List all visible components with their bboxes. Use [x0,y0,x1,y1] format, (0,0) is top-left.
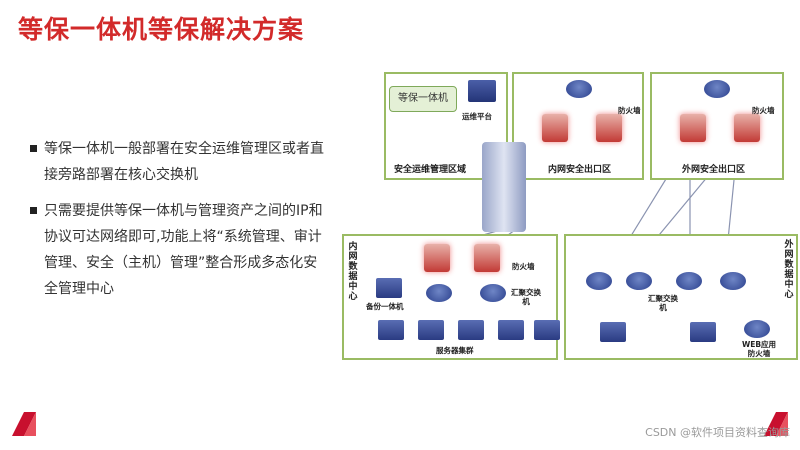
intranet-datacenter-zone: 内网数据中心 防火墙 汇聚交换机 备份一体机 服务器集群 [342,234,560,360]
switch-icon [626,272,652,290]
firewall-icon [680,114,706,142]
ops-zone-label: 安全运维管理区域 [394,165,467,175]
page-title: 等保一体机等保解决方案 [18,15,305,44]
web-firewall-icon [744,320,770,338]
backup-appliance-icon [376,278,402,298]
switch-icon [480,284,506,302]
firewall-icon [542,114,568,142]
switch-icon [426,284,452,302]
web-firewall-label: WEB应用防火墙 [741,340,777,358]
extranet-dc-label: 外网数据中心 [784,240,794,300]
core-switch-icon [482,142,526,232]
server-icon [468,80,496,102]
logo-icon [764,412,788,436]
intranet-exit-zone-label: 内网安全出口区 [548,165,612,175]
firewall-label: 防火墙 [752,106,775,115]
extranet-exit-zone-label: 外网安全出口区 [682,165,746,175]
extranet-datacenter-zone: 外网数据中心 汇聚交换机 WEB应用防火墙 [564,234,798,360]
server-icon [690,322,716,342]
ops-platform-label: 运维平台 [462,112,492,121]
watermark-text: CSDN @软件项目资料查询库 [645,426,790,439]
server-icon [418,320,444,340]
backup-equipment-label: 备份一体机 [366,302,404,311]
server-icon [600,322,626,342]
bullet-list: 等保一体机一般部署在安全运维管理区或者直接旁路部署在核心交换机 只需要提供等保一… [30,136,330,312]
router-icon [704,80,730,98]
square-bullet-icon [30,145,37,152]
square-bullet-icon [30,207,37,214]
firewall-icon [596,114,622,142]
server-cluster-label: 服务器集群 [436,346,474,355]
bullet-text: 等保一体机一般部署在安全运维管理区或者直接旁路部署在核心交换机 [44,141,324,183]
intranet-exit-zone: 防火墙 内网安全出口区 [512,72,644,180]
server-icon [378,320,404,340]
firewall-label: 防火墙 [512,262,535,271]
switch-icon [676,272,702,290]
aggregation-switch-label: 汇聚交换机 [511,288,541,306]
router-icon [566,80,592,98]
intranet-dc-label: 内网数据中心 [348,242,358,302]
firewall-icon [734,114,760,142]
firewall-icon [424,244,450,272]
bullet-text: 只需要提供等保一体机与管理资产之间的IP和协议可达网络即可,功能上将“系统管理、… [44,203,323,297]
firewall-icon [474,244,500,272]
switch-icon [586,272,612,290]
network-diagram: 等保一体机 运维平台 安全运维管理区域 防火墙 内网安全出口区 防火墙 外网安全… [340,70,800,370]
bullet-item: 等保一体机一般部署在安全运维管理区或者直接旁路部署在核心交换机 [30,136,330,188]
server-icon [534,320,560,340]
bullet-item: 只需要提供等保一体机与管理资产之间的IP和协议可达网络即可,功能上将“系统管理、… [30,198,330,302]
equipment-label-box: 等保一体机 [389,86,457,112]
logo-icon [12,412,36,436]
firewall-label: 防火墙 [618,106,641,115]
aggregation-switch-label: 汇聚交换机 [648,294,678,312]
server-icon [458,320,484,340]
server-icon [498,320,524,340]
switch-icon [720,272,746,290]
extranet-exit-zone: 防火墙 外网安全出口区 [650,72,784,180]
